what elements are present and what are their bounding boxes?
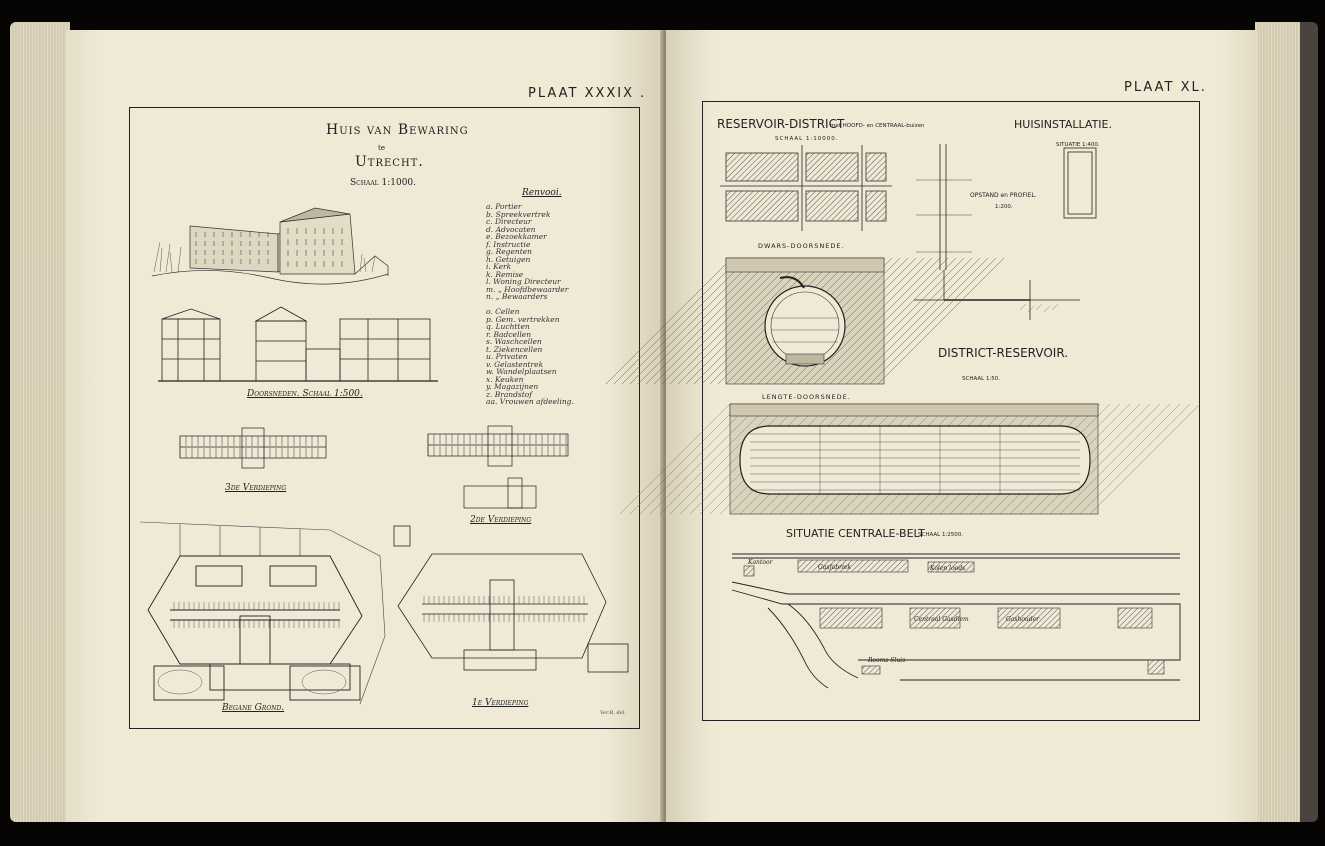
floor1-label: 1e Verdieping bbox=[472, 698, 529, 708]
left-signature: Ver.R. del. bbox=[600, 710, 626, 716]
floor3-plan bbox=[179, 427, 327, 469]
left-page bbox=[66, 30, 663, 822]
reservoir-subtitle: met HOOFD- en CENTRAAL-buizen bbox=[830, 123, 925, 129]
legend-item: e. Bezoekkamer bbox=[486, 232, 547, 241]
dwars-label: DWARS-DOORSNEDE. bbox=[758, 242, 845, 250]
situatie-centrale-scale: SCHAAL 1:2500. bbox=[918, 532, 964, 538]
legend-item: o. Cellen bbox=[486, 307, 520, 316]
floor3-label: 3de Verdieping bbox=[225, 483, 287, 493]
book-edge-left bbox=[10, 22, 70, 822]
district-reservoir-title: DISTRICT-RESERVOIR. bbox=[938, 346, 1069, 360]
floor1-plan bbox=[393, 525, 629, 673]
left-plate-frame bbox=[129, 107, 640, 729]
legend-item: s. Waschcellen bbox=[486, 337, 542, 346]
legend-item: t. Ziekencellen bbox=[486, 344, 543, 354]
legend-item: m. „ Hoofdbewaarder bbox=[486, 284, 569, 294]
legend-item: u. Privaten bbox=[486, 352, 528, 361]
legend-item: x. Keuken bbox=[486, 374, 524, 384]
map-label-3: Gashouder bbox=[1006, 616, 1040, 623]
legend-item: k. Remise bbox=[486, 269, 524, 279]
right-plate-number: PLAAT XL. bbox=[1124, 80, 1207, 95]
map-label-1: Gasfabriek bbox=[818, 564, 851, 571]
legend-title: Renvooi. bbox=[522, 188, 562, 198]
legend-item: v. Gelastentrek bbox=[486, 359, 544, 369]
left-title-line1: Huis van Bewaring bbox=[326, 122, 469, 138]
reservoir-scale: SCHAAL 1:10000. bbox=[775, 136, 839, 142]
legend-item: g. Regenten bbox=[486, 247, 533, 256]
legend-item: f. Instructie bbox=[486, 239, 531, 249]
situatie-small: SITUATIE 1:400. bbox=[1056, 142, 1100, 148]
legend-item: i. Kerk bbox=[486, 262, 512, 271]
reservoir-district-map bbox=[720, 145, 892, 231]
district-reservoir-scale: SCHAAL 1:50. bbox=[962, 376, 1001, 382]
legend-item: b. Spreekvertrek bbox=[486, 209, 551, 219]
map-label-0: Kantoor bbox=[747, 559, 774, 566]
left-scale: Schaal 1:1000. bbox=[350, 178, 417, 188]
legend-item: w. Wandelplaatsen bbox=[486, 367, 557, 376]
legend-item: d. Advocaten bbox=[486, 224, 536, 234]
opstand-label: OPSTAND en PROFIEL. bbox=[970, 192, 1037, 199]
sections-label: Doorsneden. Schaal 1:500. bbox=[247, 389, 363, 399]
opstand-scale: 1:200. bbox=[995, 204, 1013, 210]
legend-item: a. Portier bbox=[486, 202, 522, 211]
dwars-doorsnede bbox=[605, 257, 1005, 385]
book-gutter bbox=[660, 30, 670, 822]
huis-title: HUISINSTALLATIE. bbox=[1014, 118, 1112, 131]
situatie-centrale-map: Kantoor Gasfabriek Centraal Gasdiem Gash… bbox=[731, 553, 1181, 689]
legend-item: n. „ Bewaarders bbox=[486, 292, 548, 301]
reservoir-title: RESERVOIR-DISTRICT bbox=[717, 117, 845, 131]
left-title-line3: Utrecht. bbox=[355, 154, 424, 170]
legend-item: h. Getuigen bbox=[486, 254, 531, 264]
ground-floor-label: Begane Grond. bbox=[222, 703, 285, 713]
legend-item: c. Directeur bbox=[486, 217, 532, 226]
floor2-plan bbox=[427, 425, 569, 509]
legend-item: q. Luchtten bbox=[486, 322, 530, 331]
lengte-label: LENGTE-DOORSNEDE. bbox=[762, 393, 851, 401]
legend-item: p. Gem. vertrekken bbox=[486, 314, 560, 324]
lengte-doorsnede bbox=[619, 403, 1201, 515]
legend-item: z. Brandstof bbox=[486, 389, 533, 399]
map-label-4: Kolen loods bbox=[929, 565, 965, 572]
legend-item: aa. Vrouwen afdeeling. bbox=[486, 397, 574, 406]
legend-item: l. Woning Directeur bbox=[486, 277, 561, 286]
legend-item: y. Magazijnen bbox=[486, 382, 539, 391]
map-label-5: Rooms Sluis bbox=[867, 657, 905, 664]
situatie-centrale-title: SITUATIE CENTRALE-BELT bbox=[786, 527, 925, 540]
floor2-label: 2de Verdieping bbox=[470, 515, 532, 525]
building-perspective bbox=[151, 207, 389, 285]
section-drawings bbox=[158, 306, 438, 382]
huisinstallatie-drawing bbox=[914, 144, 1097, 320]
map-label-2: Centraal Gasdiem bbox=[914, 616, 969, 623]
left-title-line2: te bbox=[378, 144, 385, 152]
right-plate-frame bbox=[702, 101, 1200, 721]
left-plate-number: PLAAT XXXIX . bbox=[528, 86, 647, 101]
ground-floor-plan bbox=[139, 521, 386, 705]
book-cover-right bbox=[1300, 22, 1318, 822]
legend-item: r. Badcellen bbox=[486, 329, 532, 339]
